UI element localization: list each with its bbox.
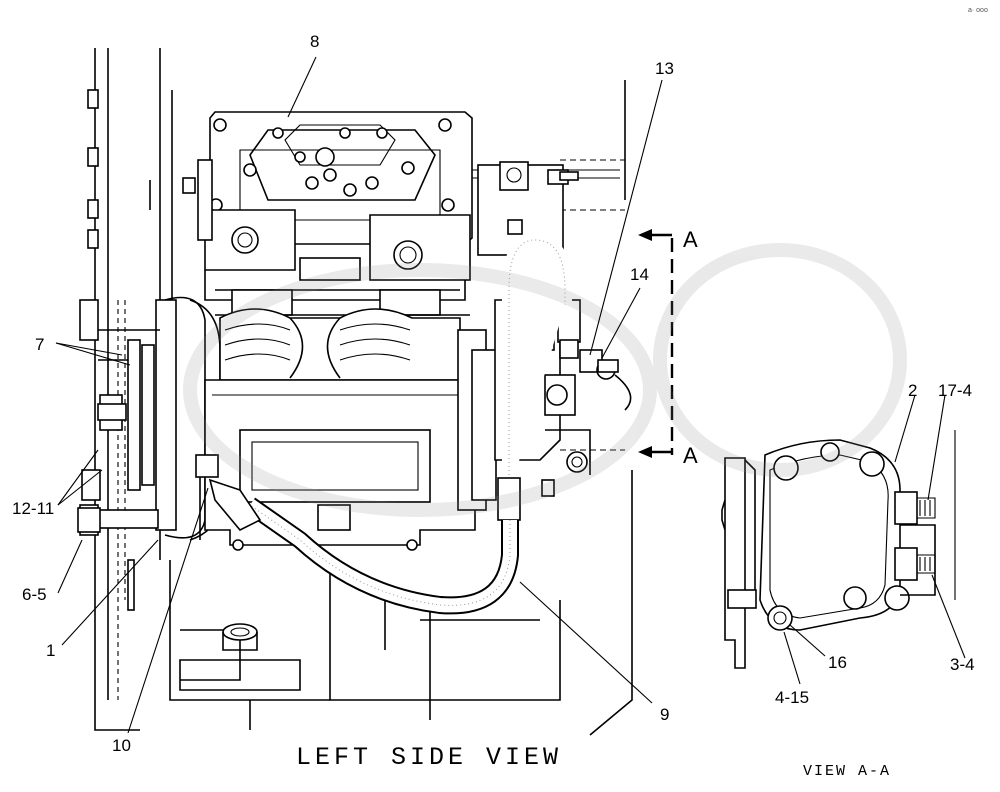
- section-marker-top: A: [683, 227, 698, 252]
- engine-block: [94, 48, 633, 736]
- callout-1: 1: [46, 641, 55, 660]
- callout-9: 9: [660, 705, 669, 724]
- callout-3-4: 3-4: [950, 655, 975, 674]
- watermark: [183, 243, 907, 517]
- drive-pulley: [77, 89, 221, 611]
- callout-10: 10: [112, 736, 131, 755]
- leader-lines: [55, 56, 966, 734]
- callout-7: 7: [35, 335, 44, 354]
- callout-8: 8: [310, 32, 319, 51]
- view-a-a-label: VIEW A-A: [803, 763, 891, 780]
- callout-14: 14: [630, 265, 649, 284]
- hose-9: [195, 232, 572, 615]
- callout-4-15: 4-15: [775, 688, 809, 707]
- view-a-a-detail: [721, 430, 956, 669]
- compressor-body: [204, 289, 497, 551]
- callouts: 8 13 14 7 12-11 6-5 1 10 9 2 17-4 3-4 16…: [12, 32, 975, 755]
- section-marker: A A: [638, 227, 698, 468]
- section-marker-bottom: A: [683, 443, 698, 468]
- callout-2: 2: [908, 381, 917, 400]
- callout-12-11: 12-11: [12, 499, 54, 518]
- callout-16: 16: [828, 653, 847, 672]
- callout-6-5: 6-5: [22, 585, 47, 604]
- corner-note: a· ooo: [968, 7, 988, 14]
- callout-17-4: 17-4: [938, 381, 972, 400]
- callout-13: 13: [655, 59, 674, 78]
- view-title: LEFT SIDE VIEW: [296, 743, 562, 772]
- compressor-head: [182, 111, 473, 301]
